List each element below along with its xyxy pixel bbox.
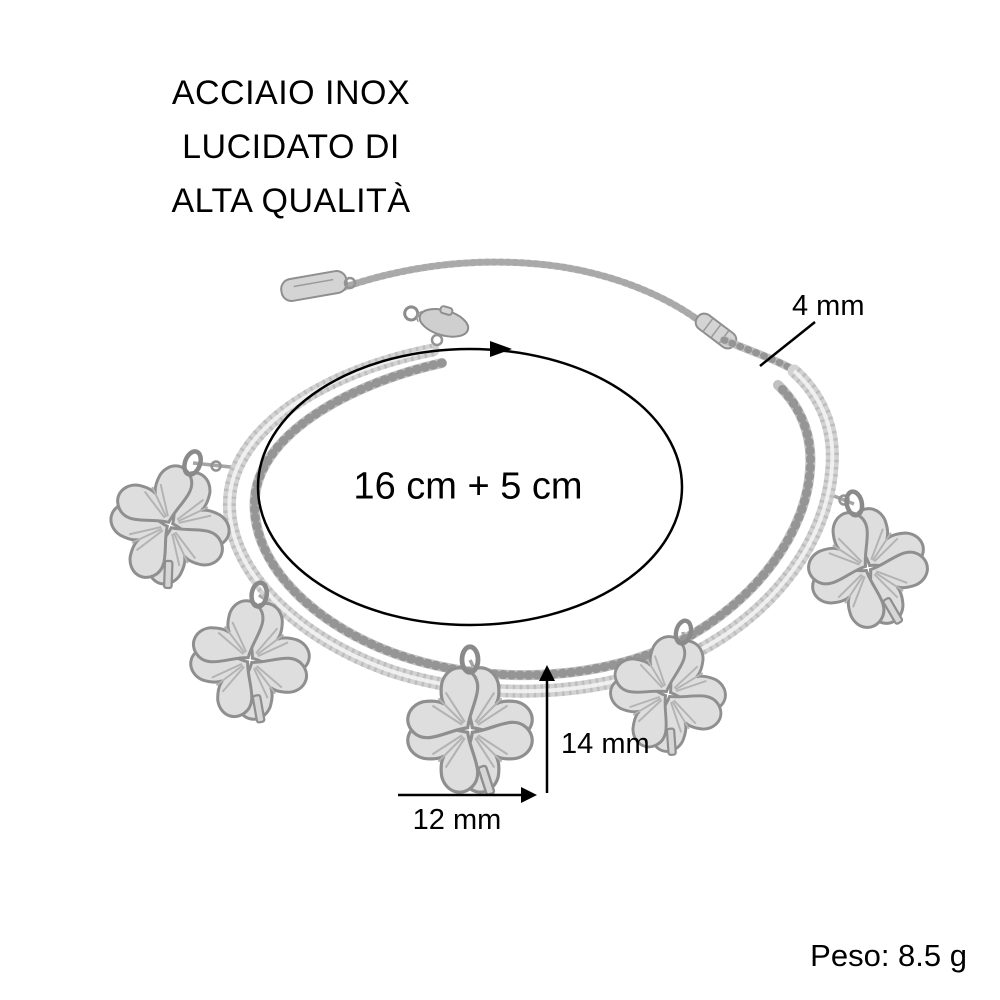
length-ellipse-arrow bbox=[256, 341, 684, 627]
clasp-link bbox=[430, 333, 444, 347]
material-title-line-1: ACCIAIO INOX bbox=[171, 74, 411, 112]
clover-charm-3 bbox=[401, 647, 539, 799]
connector-chain-segment bbox=[720, 336, 796, 373]
chain-thickness-leader-line bbox=[759, 321, 816, 367]
bracelet-length-label: 16 cm + 5 cm bbox=[353, 465, 583, 508]
charm-width-arrow bbox=[398, 787, 537, 803]
chain-thickness-label: 4 mm bbox=[792, 290, 865, 322]
weight-label: Peso: 8.5 g bbox=[810, 938, 967, 973]
chain-end-tag bbox=[280, 270, 348, 302]
charm-height-label: 14 mm bbox=[561, 728, 650, 760]
charm-width-label: 12 mm bbox=[412, 804, 502, 836]
material-title-line-3: ALTA QUALITÀ bbox=[171, 182, 411, 220]
lobster-clasp bbox=[403, 305, 470, 338]
tag-link bbox=[343, 276, 357, 290]
clover-charm-5 bbox=[788, 478, 945, 645]
charm-height-arrow bbox=[539, 665, 555, 793]
main-chain bbox=[222, 343, 839, 698]
material-title: ACCIAIO INOX LUCIDATO DI ALTA QUALITÀ bbox=[134, 66, 448, 228]
extension-chain bbox=[338, 258, 710, 330]
material-title-line-2: LUCIDATO DI bbox=[182, 128, 400, 166]
